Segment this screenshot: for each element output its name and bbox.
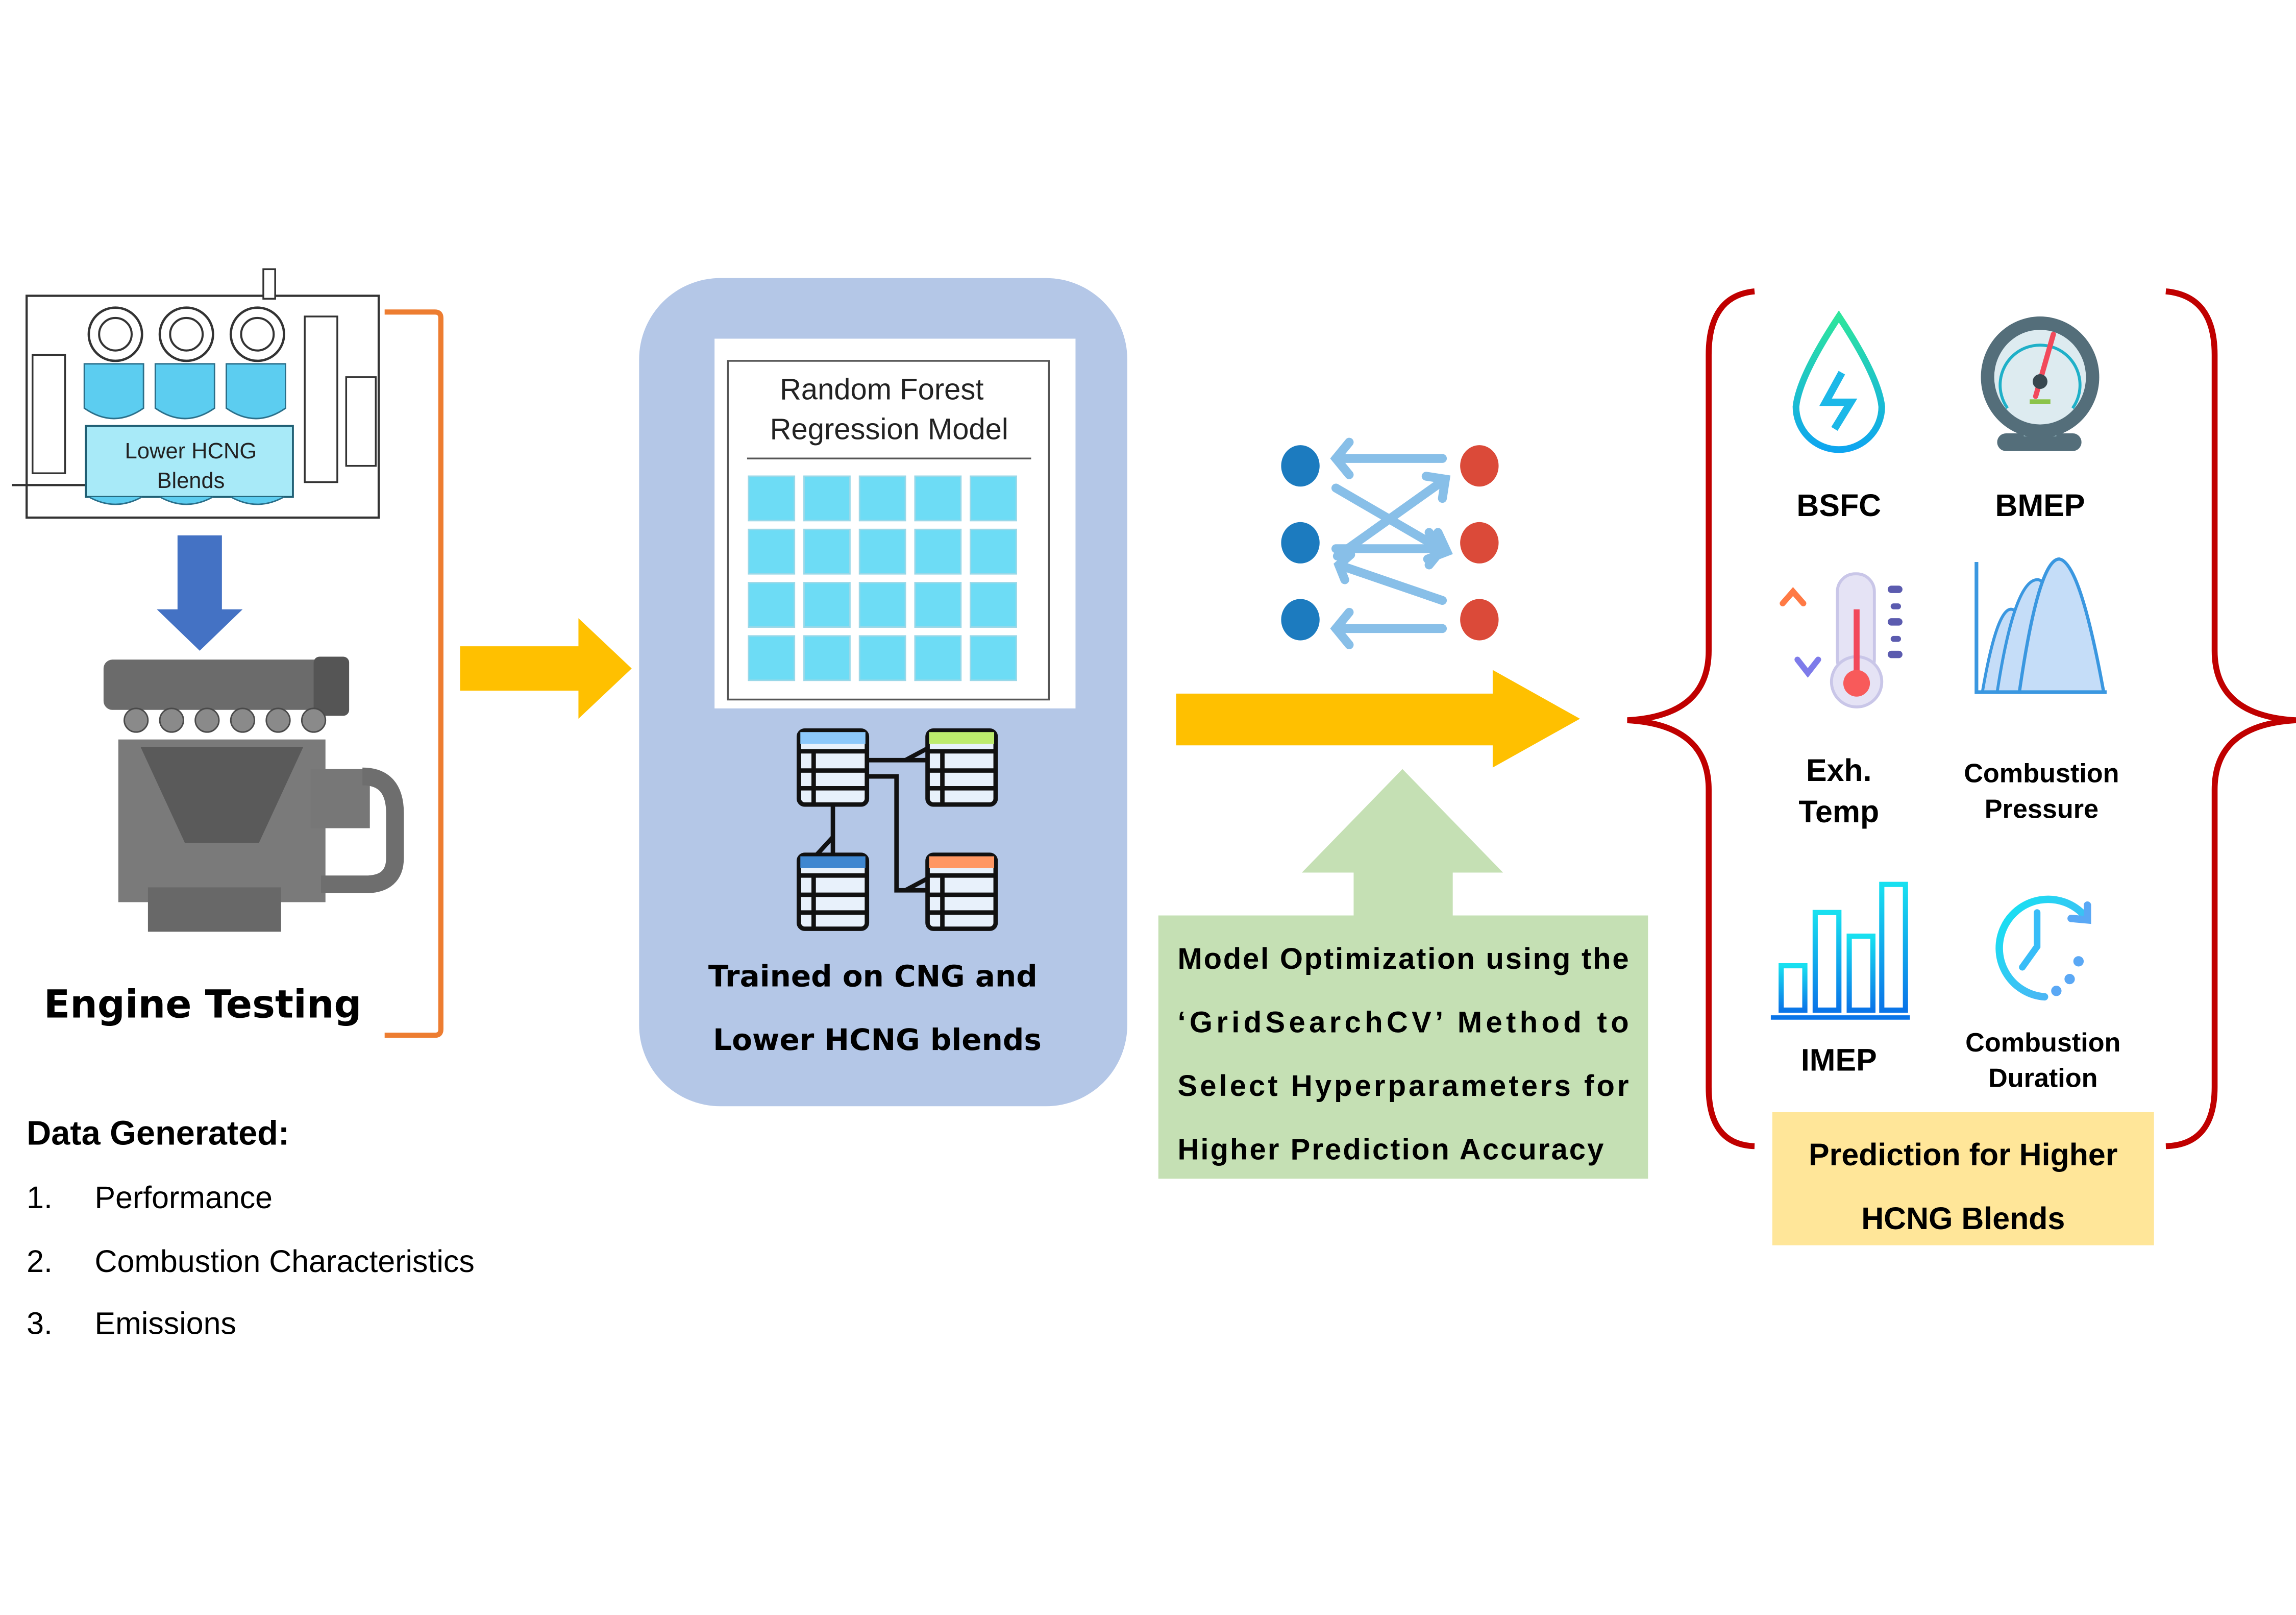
- output-label-bsfc: BSFC: [1796, 488, 1881, 523]
- thermometer-icon: [1780, 572, 1903, 708]
- model-grid-cell: [970, 528, 1017, 575]
- model-grid-cell: [748, 635, 796, 681]
- list-item: 3. Emissions: [27, 1306, 236, 1341]
- model-grid-cell: [803, 528, 851, 575]
- model-grid-cell: [748, 475, 796, 522]
- cross-validation-icon: [1281, 437, 1499, 649]
- model-grid-cell: [748, 528, 796, 575]
- list-item: 1. Performance: [27, 1180, 273, 1215]
- prediction-caption-line-1: Prediction for Higher: [1809, 1137, 2117, 1172]
- model-caption-line-1: Trained on CNG and: [708, 959, 1038, 994]
- engine-testing-title: Engine Testing: [44, 982, 362, 1026]
- optimization-section: Model Optimization using the ‘GridSearch…: [1158, 769, 1648, 1179]
- output-label-bmep: BMEP: [1995, 488, 2085, 523]
- model-grid-cell: [914, 582, 962, 628]
- prediction-section: BSFC BMEP: [1627, 288, 2296, 1245]
- model-panel: Random Forest Regression Model: [639, 278, 1127, 1107]
- model-grid-cell: [803, 475, 851, 522]
- left-brace: [1627, 288, 1755, 1149]
- flow-arrow-to-prediction: [1176, 670, 1580, 768]
- model-grid-cell: [914, 475, 962, 522]
- right-brace: [2165, 288, 2296, 1149]
- model-grid-cell: [970, 475, 1017, 522]
- model-caption-line-2: Lower HCNG blends: [713, 1022, 1042, 1057]
- list-item-number: 2.: [27, 1244, 53, 1279]
- pressure-gauge-icon: [1981, 316, 2100, 451]
- model-grid-cell: [970, 635, 1017, 681]
- output-label-exh-temp-line-2: Temp: [1798, 794, 1879, 829]
- clock-duration-icon: [1995, 895, 2091, 1001]
- model-grid-cell: [803, 582, 851, 628]
- model-grid-cell: [858, 475, 906, 522]
- down-arrow-icon: [157, 535, 243, 651]
- database-schema-icon: [797, 728, 998, 931]
- optimization-text-line-2: ‘GridSearchCV’ Method to: [1177, 1006, 1628, 1039]
- output-label-combustion-pressure-line-2: Pressure: [1985, 794, 2099, 824]
- output-label-imep: IMEP: [1801, 1043, 1877, 1078]
- fuel-drop-bolt-icon: [1792, 310, 1885, 453]
- list-item-label: Emissions: [95, 1306, 236, 1341]
- prediction-caption-line-2: HCNG Blends: [1861, 1201, 2065, 1236]
- list-item-number: 3.: [27, 1306, 53, 1341]
- engine-cutaway-icon: Lower HCNG Blends: [12, 268, 380, 519]
- model-grid-cell: [914, 635, 962, 681]
- engine-label-line-2: Blends: [157, 469, 225, 493]
- optimization-text-line-3: Select Hyperparameters for: [1177, 1070, 1628, 1103]
- model-grid-cell: [803, 635, 851, 681]
- bar-chart-icon: [1770, 882, 1910, 1020]
- optimization-text-line-4: Higher Prediction Accuracy: [1177, 1134, 1603, 1166]
- model-title-line-1: Random Forest: [780, 373, 983, 406]
- output-label-combustion-duration-line-1: Combustion: [1965, 1028, 2120, 1058]
- output-label-combustion-duration-line-2: Duration: [1988, 1064, 2097, 1093]
- data-generated-heading: Data Generated:: [27, 1115, 289, 1153]
- model-grid-cell: [858, 528, 906, 575]
- model-grid-cell: [914, 528, 962, 575]
- model-grid: [748, 475, 1017, 681]
- model-grid-cell: [858, 635, 906, 681]
- model-grid-cell: [970, 582, 1017, 628]
- pressure-curve-icon: [1974, 557, 2107, 694]
- list-item-number: 1.: [27, 1180, 53, 1215]
- engine-testing-section: Lower HCNG Blends Engine Testing: [12, 268, 443, 1038]
- model-title-line-2: Regression Model: [770, 413, 1008, 446]
- list-item-label: Combustion Characteristics: [95, 1244, 475, 1279]
- data-generated-list: Data Generated: 1. Performance 2. Combus…: [27, 1115, 475, 1341]
- list-item-label: Performance: [95, 1180, 273, 1215]
- prediction-caption-box: [1772, 1112, 2154, 1245]
- output-label-combustion-pressure-line-1: Combustion: [1964, 759, 2119, 789]
- engine-label-line-1: Lower HCNG: [125, 439, 257, 463]
- optimization-text-line-1: Model Optimization using the: [1177, 943, 1628, 975]
- output-label-exh-temp-line-1: Exh.: [1806, 753, 1872, 788]
- up-arrow-icon: [1301, 769, 1503, 917]
- engine-icon: [103, 656, 404, 932]
- list-item: 2. Combustion Characteristics: [27, 1244, 475, 1279]
- model-grid-cell: [858, 582, 906, 628]
- model-grid-cell: [748, 582, 796, 628]
- orange-bracket: [384, 309, 443, 1038]
- flow-arrow-to-model: [460, 618, 632, 719]
